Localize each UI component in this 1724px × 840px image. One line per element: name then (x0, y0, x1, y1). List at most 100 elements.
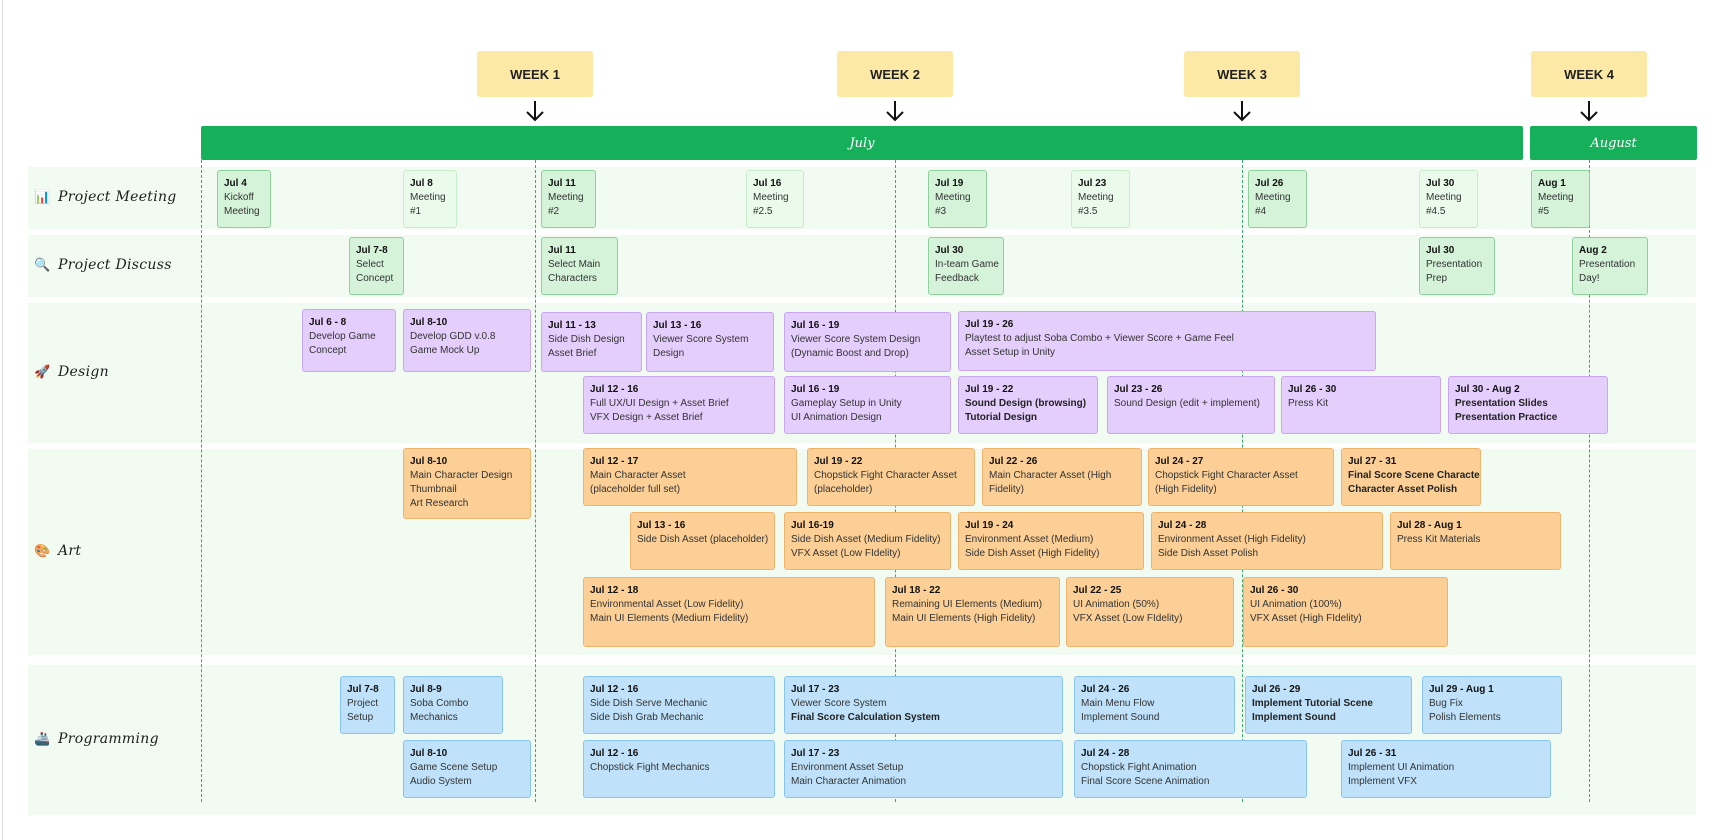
task-date: Jul 4 (224, 178, 247, 189)
task-date: Jul 11 (548, 178, 576, 189)
lane-bg-discuss (28, 235, 1696, 297)
task-description-line: Implement Tutorial Scene (1252, 698, 1373, 709)
lane-label-design: 🚀 Design (34, 364, 109, 380)
task-date: Jul 30 (1426, 245, 1455, 256)
task-date: Jul 30 (935, 245, 964, 256)
task-description-line: VFX Asset (Low FIdelity) (791, 548, 901, 559)
task-date: Jul 23 (1078, 178, 1107, 189)
task-description-line: Remaining UI Elements (Medium) (892, 599, 1043, 610)
task-description-line: Develop Game (309, 331, 376, 342)
task-description-line: Project (347, 698, 379, 709)
task-date: Jul 16 - 19 (791, 384, 840, 395)
task-description-line: #5 (1538, 206, 1550, 217)
task-description-line: Game Mock Up (410, 345, 480, 356)
lane-label-discuss: 🔍 Project Discuss (34, 257, 172, 273)
task-date: Jul 16 (753, 178, 782, 189)
task-date: Jul 30 (1426, 178, 1455, 189)
task-description-line: Presentation (1579, 259, 1636, 270)
task-description-line: Asset Brief (548, 348, 597, 359)
task-description-line: Main Character Design (410, 470, 513, 481)
task-description-line: Art Research (410, 498, 469, 509)
task-date: Jul 8-10 (410, 456, 448, 467)
task-date: Jul 28 - Aug 1 (1397, 520, 1462, 531)
task-description-line: Meeting (1538, 192, 1574, 203)
task-description-line: #2.5 (753, 206, 773, 217)
task-description-line: Setup (347, 712, 374, 723)
task-date: Jul 8-9 (410, 684, 442, 695)
task-date: Jul 27 - 31 (1348, 456, 1397, 467)
frame-border (2, 0, 3, 840)
task-date: Jul 24 - 28 (1158, 520, 1207, 531)
task-date: Jul 7-8 (347, 684, 379, 695)
ship-icon: 🚢 (34, 731, 51, 747)
task-description-line: UI Animation Design (791, 412, 882, 423)
task-description-line: Final Score Scene Animation (1081, 776, 1210, 787)
task-description-line: Meeting (548, 192, 584, 203)
task-date: Jul 12 - 16 (590, 384, 639, 395)
arrow-down-icon (1580, 101, 1598, 122)
task-date: Jul 19 - 22 (814, 456, 863, 467)
task-description-line: Environment Asset (Medium) (965, 534, 1094, 545)
bar-chart-icon: 📊 (34, 189, 51, 205)
week-guide-line (1589, 160, 1590, 802)
task-date: Jul 24 - 28 (1081, 748, 1130, 759)
week-3-box: WEEK 3 (1184, 51, 1300, 97)
task-date: Jul 26 (1255, 178, 1284, 189)
task-description-line: Game Scene Setup (410, 762, 498, 773)
task-date: Jul 24 - 27 (1155, 456, 1204, 467)
